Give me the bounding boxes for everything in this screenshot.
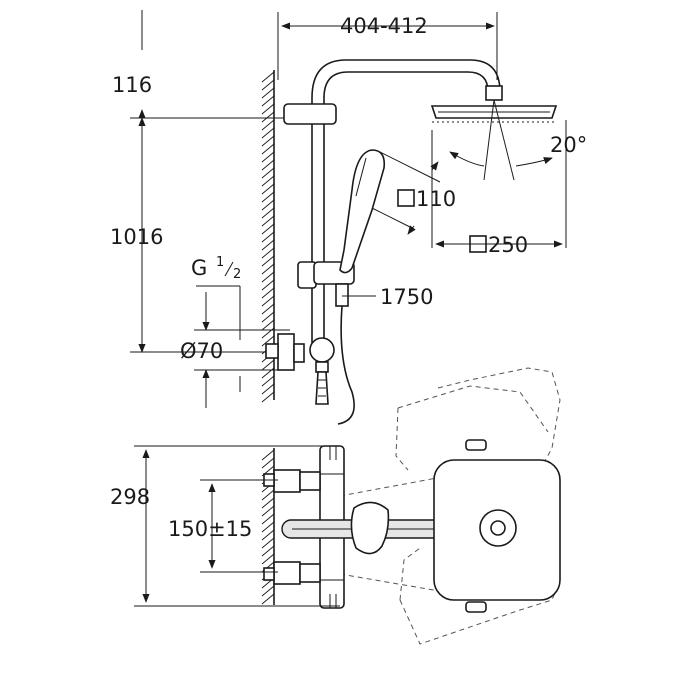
wall-hatch-line [261, 359, 275, 371]
wall-hatch-line [261, 111, 275, 123]
wall-hatch-line [261, 585, 275, 597]
wall-hatch-line [261, 287, 275, 299]
wall-hatch-line [261, 505, 275, 517]
wall-hatch-line [261, 87, 275, 99]
wall-hatch-line [261, 143, 275, 155]
wall-hatch-line [261, 449, 275, 461]
wall-hatch-line [261, 497, 275, 509]
wall-hatch-line [261, 335, 275, 347]
top-view-hand-shower [350, 501, 390, 555]
wall-hatch-line [261, 135, 275, 147]
hose-length-label: 1750 [380, 285, 433, 309]
wall-hatch-line [261, 271, 275, 283]
wall-hatch-line [261, 231, 275, 243]
wall-hatch-line [261, 71, 275, 83]
wall-hatch-line [261, 521, 275, 533]
head-shower-size-label: 250 [488, 233, 528, 257]
wall-hatch-line [261, 167, 275, 179]
top-dimension-lines [130, 10, 498, 353]
wall-hatch-line [261, 593, 275, 605]
top-view-head-shower [433, 439, 561, 613]
wall-hatch-line [261, 247, 275, 259]
mixer-height-label: 298 [110, 485, 150, 509]
wall-hatch-line [261, 295, 275, 307]
hand-shower-size-label: 110 [416, 187, 456, 211]
wall-hatch-line [261, 79, 275, 91]
wall-hatch-line [261, 191, 275, 203]
inlet-dimension-lines [194, 285, 290, 408]
rail-height-label: 1016 [110, 225, 163, 249]
wall-hatch-line [261, 239, 275, 251]
square-symbol-250 [469, 235, 487, 253]
wall-hatch-line [261, 489, 275, 501]
wall-hatch-line [261, 215, 275, 227]
arm-length-label: 404-412 [340, 14, 428, 38]
inlet-thread-denominator: 2 [233, 267, 241, 282]
top-offset-label: 116 [112, 73, 152, 97]
wall-hatch-line [261, 119, 275, 131]
wall-hatch-line [261, 319, 275, 331]
shower-hose [337, 295, 376, 425]
wall-hatch-line [261, 311, 275, 323]
wall-hatch-line [261, 457, 275, 469]
wall-hatch-line [261, 383, 275, 395]
wall-hatch-line [261, 103, 275, 115]
inlet-thread-label: G [191, 256, 207, 280]
shower-rail [283, 59, 501, 345]
wall-hatch-line [261, 183, 275, 195]
wall-hatch-line [261, 545, 275, 557]
wall-hatch-line [261, 279, 275, 291]
inlet-thread-numerator: 1 [216, 255, 224, 270]
tilt-angle-label: 20° [550, 133, 587, 157]
wall-hatch-line [261, 127, 275, 139]
rosette-diameter-label: Ø70 [180, 339, 223, 363]
wall-hatch-line [261, 151, 275, 163]
wall-hatch-line [261, 513, 275, 525]
wall-hatch-line [261, 391, 275, 403]
head-shower [430, 85, 567, 248]
upper-mixer [265, 333, 335, 405]
wall-hatch-line [261, 375, 275, 387]
wall-hatch-line [261, 263, 275, 275]
inlet-spacing-label: 150±15 [168, 517, 252, 541]
wall-hatch-line [261, 537, 275, 549]
wall-hatch-line [261, 255, 275, 267]
wall-lower [261, 448, 275, 605]
wall-hatch-line [261, 303, 275, 315]
hand-shower [339, 149, 441, 274]
wall-hatch-line [261, 553, 275, 565]
wall-hatch-line [261, 529, 275, 541]
lower-dimension-lines [134, 445, 340, 607]
square-symbol-110 [397, 189, 415, 207]
wall-hatch-line [261, 175, 275, 187]
wall-hatch-line [261, 207, 275, 219]
wall-hatch-line [261, 95, 275, 107]
wall-hatch-line [261, 199, 275, 211]
wall-hatch-line [261, 159, 275, 171]
wall-hatch-line [261, 223, 275, 235]
